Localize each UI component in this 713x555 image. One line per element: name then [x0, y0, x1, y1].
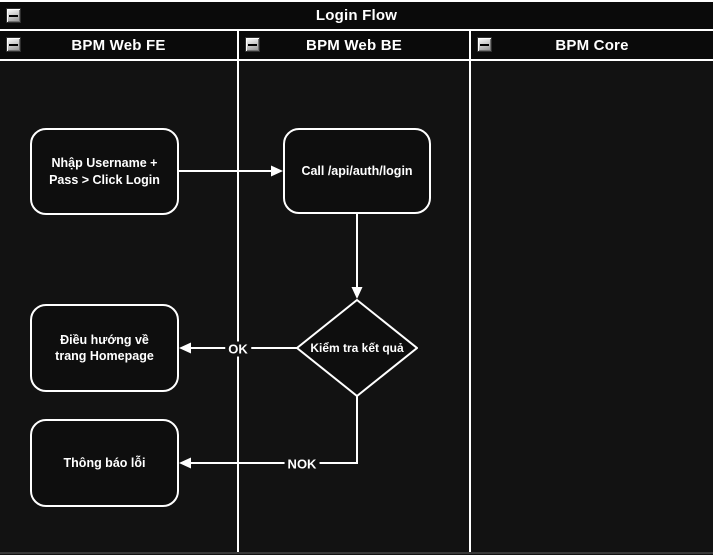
lane-divider-be-core [469, 31, 471, 552]
node-label: Call /api/auth/login [301, 163, 413, 178]
node-label: Nhập Username + Pass > Click Login [49, 156, 160, 187]
pool-collapse-minus-icon[interactable] [6, 8, 21, 23]
lane-label: BPM Core [555, 36, 629, 54]
node-label: Điều hướng về trang Homepage [55, 332, 154, 363]
node-redirect-homepage[interactable]: Điều hướng về trang Homepage [30, 304, 179, 392]
pool-title: Login Flow [315, 7, 398, 24]
minus-glyph [9, 14, 18, 17]
node-label: Kiểm tra kết quả [310, 341, 404, 355]
lane-label: BPM Web FE [71, 36, 166, 54]
lane-header-bpm-web-be: BPM Web BE [239, 31, 469, 59]
lane-label: BPM Web BE [306, 36, 402, 54]
node-check-result-decision[interactable]: Kiểm tra kết quả [296, 299, 418, 397]
pool-bottom-border [0, 552, 713, 554]
pool-top-border [0, 0, 713, 2]
node-call-login-api[interactable]: Call /api/auth/login [283, 128, 431, 214]
pool-header: Login Flow [0, 2, 713, 29]
lane-header-bpm-core: BPM Core [471, 31, 713, 59]
minus-glyph [9, 43, 18, 46]
lane-collapse-minus-icon[interactable] [477, 37, 492, 52]
title-divider [0, 29, 713, 31]
minus-glyph [480, 43, 489, 46]
node-label: Thông báo lỗi [63, 455, 146, 470]
edge-label-ok: OK [225, 341, 251, 357]
lane-header-bpm-web-fe: BPM Web FE [0, 31, 237, 59]
minus-glyph [248, 43, 257, 46]
edge-input-to-call [179, 165, 283, 177]
header-divider [0, 59, 713, 61]
node-show-error[interactable]: Thông báo lỗi [30, 419, 179, 507]
lane-collapse-minus-icon[interactable] [245, 37, 260, 52]
edge-call-to-decision [351, 214, 363, 299]
edge-decision-nok [179, 396, 358, 469]
lane-divider-fe-be [237, 31, 239, 552]
edge-label-nok: NOK [284, 456, 320, 472]
node-input-credentials[interactable]: Nhập Username + Pass > Click Login [30, 128, 179, 215]
lane-collapse-minus-icon[interactable] [6, 37, 21, 52]
